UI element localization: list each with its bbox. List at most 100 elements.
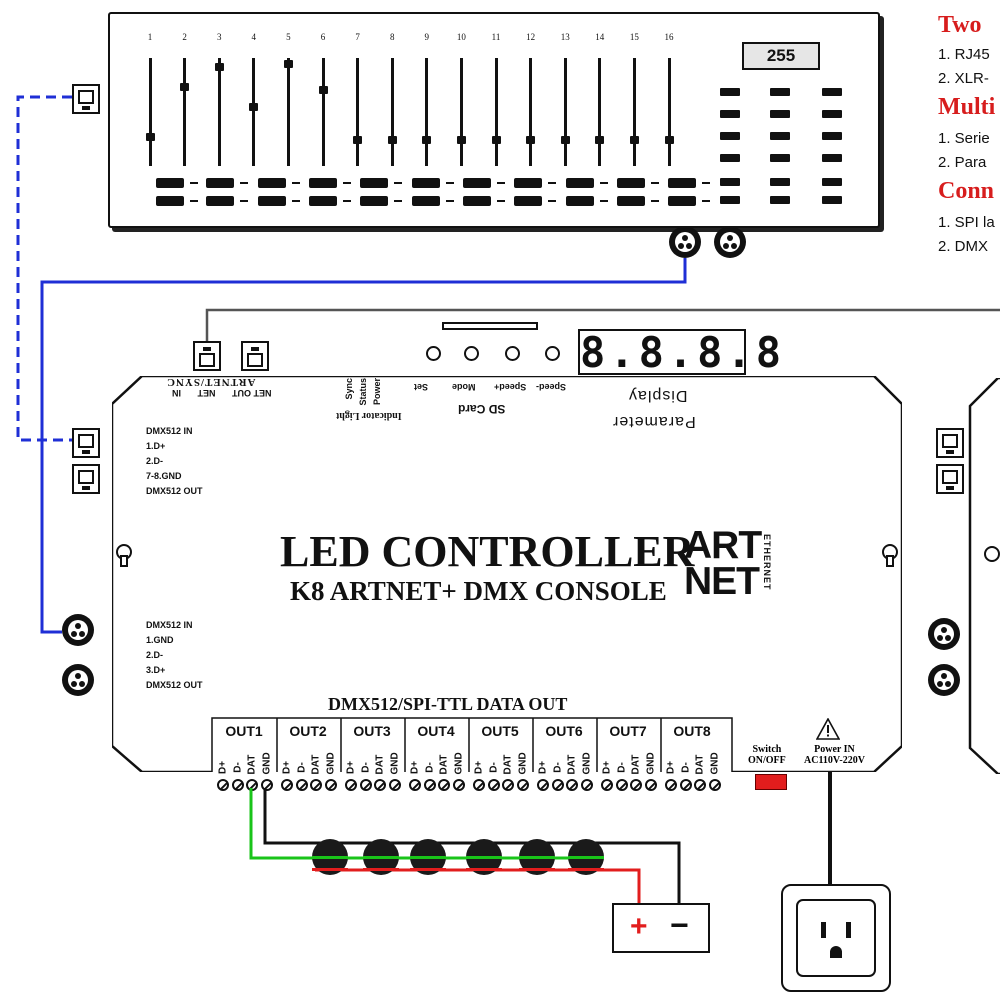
terminal-screw-icon[interactable] bbox=[423, 779, 436, 791]
terminal-screw-icon[interactable] bbox=[708, 779, 721, 791]
flash-button[interactable] bbox=[514, 178, 542, 188]
channel-fader-11[interactable] bbox=[494, 58, 498, 166]
terminal-screw-icon[interactable] bbox=[246, 779, 258, 791]
fader-knob[interactable] bbox=[629, 136, 639, 144]
channel-fader-2[interactable] bbox=[183, 58, 187, 166]
channel-fader-7[interactable] bbox=[356, 58, 360, 166]
channel-fader-3[interactable] bbox=[217, 58, 221, 166]
fader-knob[interactable] bbox=[145, 133, 155, 141]
flash-button[interactable] bbox=[617, 178, 645, 188]
terminal-screw-icon[interactable] bbox=[388, 779, 401, 791]
flash-button[interactable] bbox=[206, 178, 234, 188]
fader-knob[interactable] bbox=[422, 136, 432, 144]
channel-fader-6[interactable] bbox=[321, 58, 325, 166]
channel-fader-1[interactable] bbox=[148, 58, 152, 166]
fader-knob[interactable] bbox=[283, 60, 293, 68]
terminal-screw-icon[interactable] bbox=[551, 779, 564, 791]
console-pad-button[interactable] bbox=[822, 88, 842, 96]
terminal-screw-icon[interactable] bbox=[409, 779, 421, 791]
terminal-screw-icon[interactable] bbox=[566, 779, 578, 791]
console-pad-button[interactable] bbox=[770, 132, 790, 140]
terminal-screw-icon[interactable] bbox=[487, 779, 500, 791]
channel-fader-8[interactable] bbox=[390, 58, 394, 166]
set-button[interactable] bbox=[426, 346, 441, 361]
terminal-screw-icon[interactable] bbox=[644, 779, 657, 791]
power-switch[interactable] bbox=[755, 774, 787, 790]
fader-knob[interactable] bbox=[353, 136, 363, 144]
terminal-screw-icon[interactable] bbox=[324, 779, 337, 791]
console-pad-button[interactable] bbox=[822, 178, 842, 186]
terminal-screw-icon[interactable] bbox=[694, 779, 706, 791]
flash-button[interactable] bbox=[360, 178, 388, 188]
channel-fader-4[interactable] bbox=[252, 58, 256, 166]
channel-fader-16[interactable] bbox=[667, 58, 671, 166]
terminal-screw-icon[interactable] bbox=[359, 779, 372, 791]
flash-button[interactable] bbox=[156, 178, 184, 188]
console-pad-button[interactable] bbox=[770, 196, 790, 204]
console-pad-button[interactable] bbox=[770, 88, 790, 96]
flash-button[interactable] bbox=[412, 178, 440, 188]
flash-button[interactable] bbox=[566, 196, 594, 206]
channel-fader-12[interactable] bbox=[529, 58, 533, 166]
terminal-screw-icon[interactable] bbox=[295, 779, 308, 791]
terminal-screw-icon[interactable] bbox=[473, 779, 485, 791]
fader-knob[interactable] bbox=[456, 136, 466, 144]
flash-button[interactable] bbox=[360, 196, 388, 206]
fader-knob[interactable] bbox=[491, 136, 501, 144]
terminal-screw-icon[interactable] bbox=[615, 779, 628, 791]
flash-button[interactable] bbox=[617, 196, 645, 206]
console-pad-button[interactable] bbox=[720, 132, 740, 140]
flash-button[interactable] bbox=[412, 196, 440, 206]
terminal-screw-icon[interactable] bbox=[260, 779, 273, 791]
console-pad-button[interactable] bbox=[770, 110, 790, 118]
terminal-screw-icon[interactable] bbox=[537, 779, 549, 791]
console-pad-button[interactable] bbox=[720, 178, 740, 186]
fader-knob[interactable] bbox=[595, 136, 605, 144]
flash-button[interactable] bbox=[668, 178, 696, 188]
fader-knob[interactable] bbox=[664, 136, 674, 144]
terminal-screw-icon[interactable] bbox=[310, 779, 322, 791]
flash-button[interactable] bbox=[309, 196, 337, 206]
terminal-screw-icon[interactable] bbox=[452, 779, 465, 791]
channel-fader-5[interactable] bbox=[286, 58, 290, 166]
console-pad-button[interactable] bbox=[720, 88, 740, 96]
channel-fader-14[interactable] bbox=[598, 58, 602, 166]
console-pad-button[interactable] bbox=[822, 196, 842, 204]
terminal-screw-icon[interactable] bbox=[665, 779, 677, 791]
console-pad-button[interactable] bbox=[770, 178, 790, 186]
terminal-screw-icon[interactable] bbox=[679, 779, 692, 791]
terminal-screw-icon[interactable] bbox=[580, 779, 593, 791]
flash-button[interactable] bbox=[156, 196, 184, 206]
terminal-screw-icon[interactable] bbox=[601, 779, 613, 791]
console-pad-button[interactable] bbox=[822, 132, 842, 140]
terminal-screw-icon[interactable] bbox=[502, 779, 514, 791]
terminal-screw-icon[interactable] bbox=[516, 779, 529, 791]
fader-knob[interactable] bbox=[560, 136, 570, 144]
terminal-screw-icon[interactable] bbox=[438, 779, 450, 791]
channel-fader-13[interactable] bbox=[563, 58, 567, 166]
flash-button[interactable] bbox=[514, 196, 542, 206]
flash-button[interactable] bbox=[463, 178, 491, 188]
fader-knob[interactable] bbox=[180, 83, 190, 91]
flash-button[interactable] bbox=[668, 196, 696, 206]
channel-fader-15[interactable] bbox=[632, 58, 636, 166]
terminal-screw-icon[interactable] bbox=[345, 779, 357, 791]
mode-button[interactable] bbox=[464, 346, 479, 361]
fader-knob[interactable] bbox=[318, 86, 328, 94]
flash-button[interactable] bbox=[566, 178, 594, 188]
terminal-screw-icon[interactable] bbox=[217, 779, 229, 791]
terminal-screw-icon[interactable] bbox=[630, 779, 642, 791]
channel-fader-10[interactable] bbox=[459, 58, 463, 166]
fader-knob[interactable] bbox=[387, 136, 397, 144]
console-pad-button[interactable] bbox=[720, 154, 740, 162]
console-pad-button[interactable] bbox=[822, 110, 842, 118]
console-pad-button[interactable] bbox=[720, 196, 740, 204]
flash-button[interactable] bbox=[258, 196, 286, 206]
flash-button[interactable] bbox=[463, 196, 491, 206]
speed-minus-button[interactable] bbox=[545, 346, 560, 361]
terminal-screw-icon[interactable] bbox=[231, 779, 244, 791]
flash-button[interactable] bbox=[309, 178, 337, 188]
console-pad-button[interactable] bbox=[822, 154, 842, 162]
console-pad-button[interactable] bbox=[770, 154, 790, 162]
speed-plus-button[interactable] bbox=[505, 346, 520, 361]
